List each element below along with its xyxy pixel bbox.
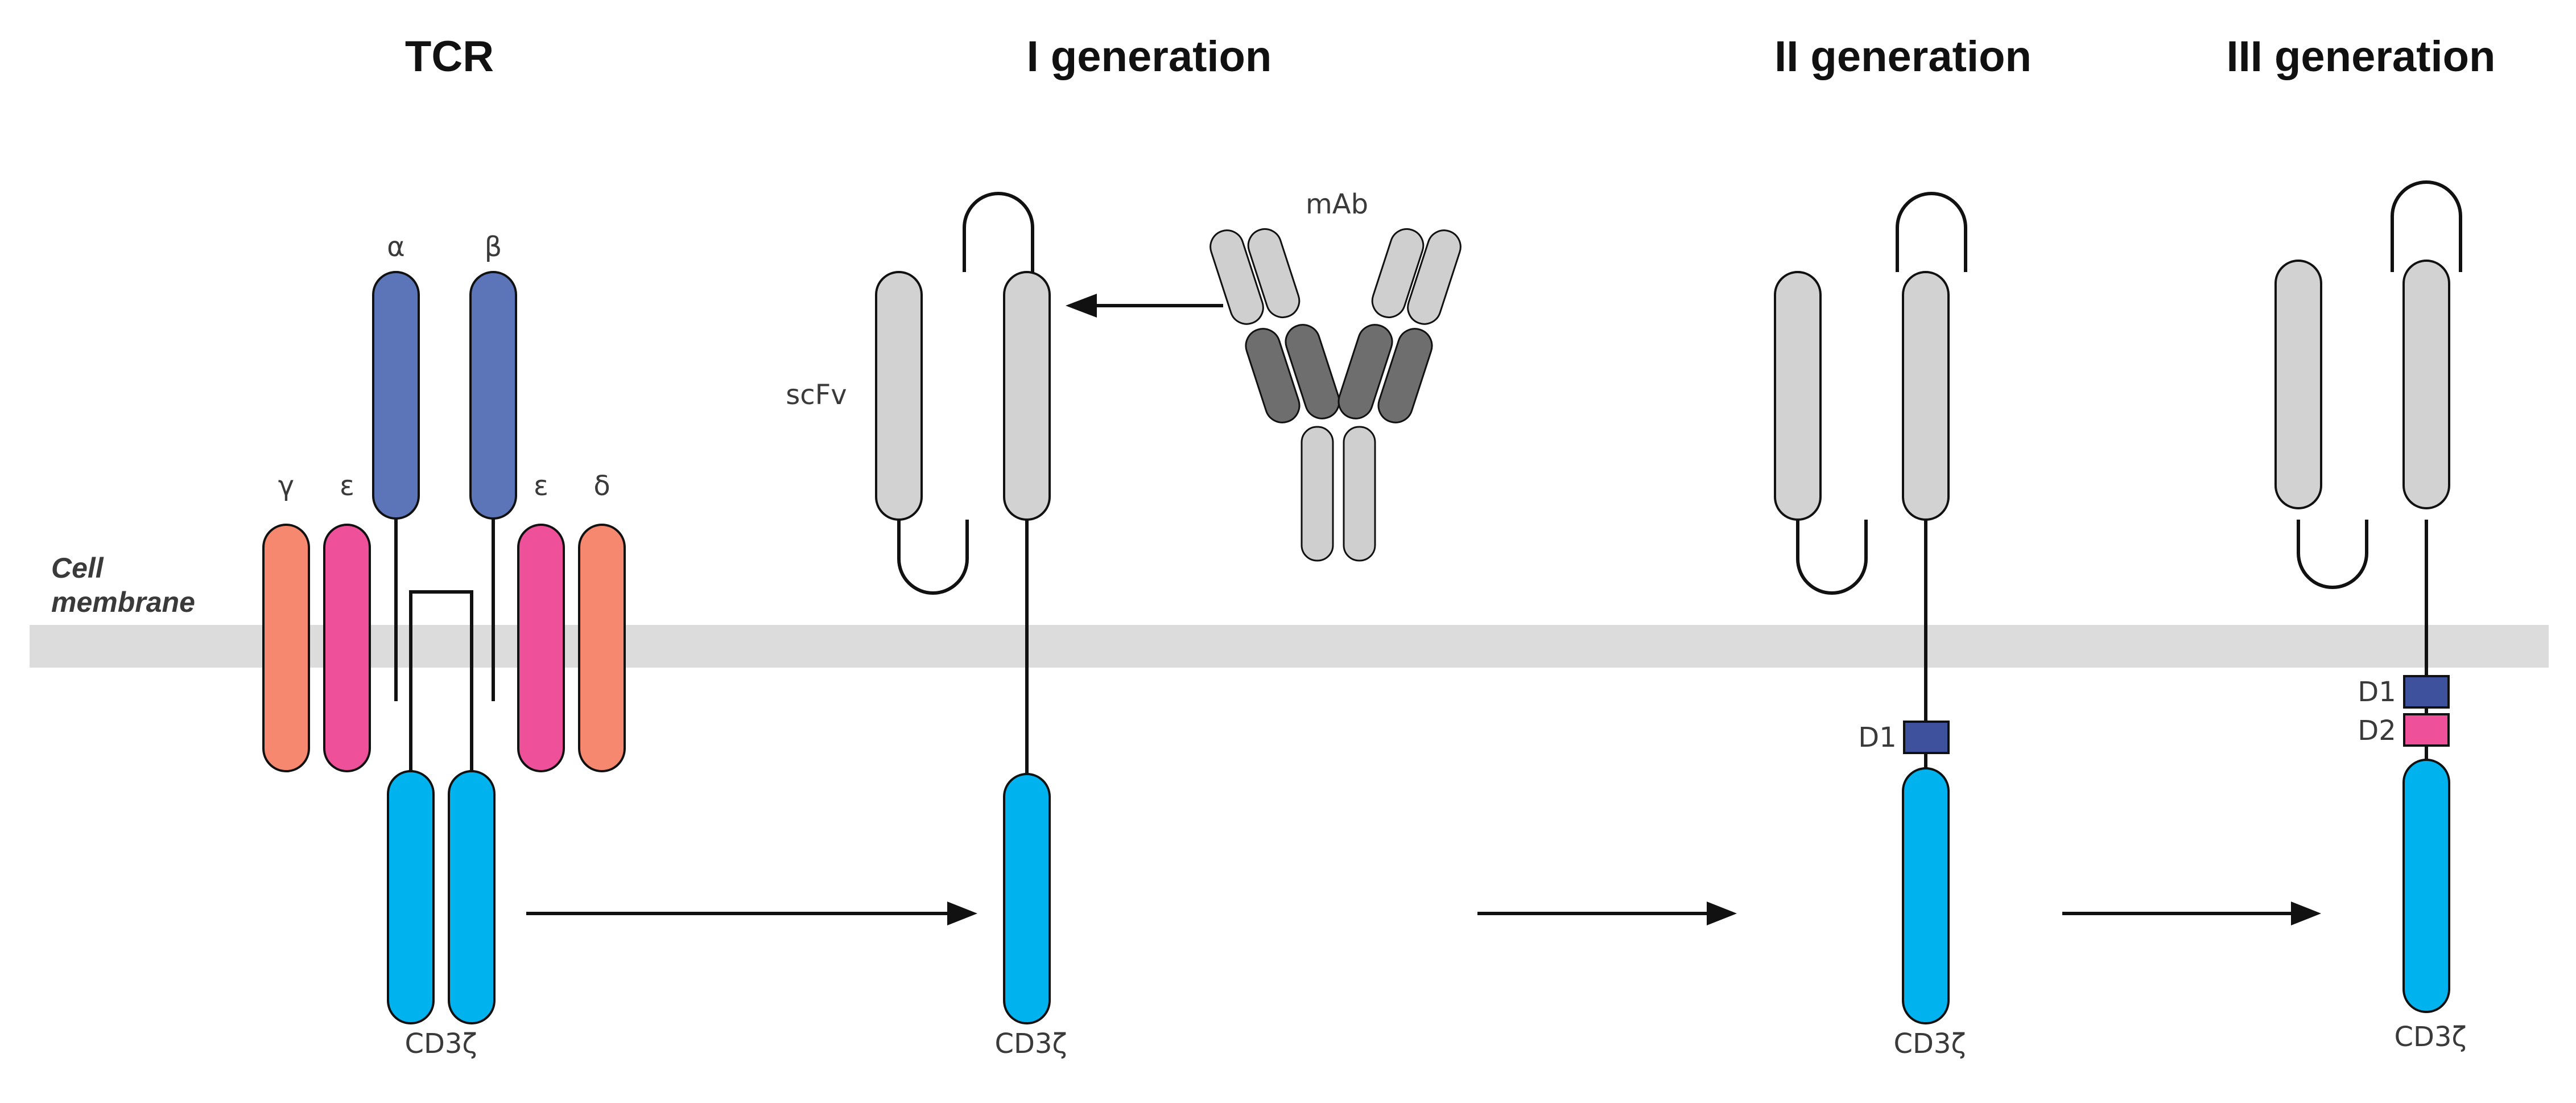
scfv-gen3-right (2402, 260, 2450, 509)
costim-domain-d2-gen3 (2403, 713, 2450, 747)
car-gen3-hinge-bottom (2297, 520, 2368, 589)
label-cd3z-gen2: CD3ζ (1893, 1028, 1966, 1060)
title-gen3: III generation (2227, 32, 2496, 81)
tcr-beta-chain (469, 271, 517, 520)
cell-membrane-label-line2: membrane (51, 586, 195, 618)
mab-light-chain-left-outer (1209, 229, 1264, 325)
car-gen3-hinge-top (2391, 180, 2462, 272)
mab-light-chain-left-inner (1247, 228, 1301, 319)
monoclonal-antibody: mAb (1209, 188, 1462, 562)
mab-heavy-chain-right-inner (1337, 324, 1393, 419)
label-d1-gen3: D1 (2358, 676, 2396, 708)
scfv-gen1-right (1003, 271, 1051, 521)
label-mab: mAb (1306, 188, 1368, 220)
label-cd3z-tcr: CD3ζ (404, 1028, 477, 1060)
label-cd3z-gen1: CD3ζ (994, 1028, 1067, 1060)
cd3-epsilon-chain-right (517, 524, 565, 772)
car-gen2: D1 CD3ζ (1774, 192, 1967, 1060)
arrow-mab-to-scfv (1066, 294, 1223, 318)
car-gen1-hinge-top (963, 192, 1034, 272)
mab-heavy-chain-left-outer (1245, 328, 1301, 423)
car-gen2-hinge-top (1896, 192, 1967, 272)
mab-light-chain-right-inner (1371, 228, 1425, 319)
cd3-zeta-chain-left (387, 770, 435, 1024)
tcr-alpha-chain (372, 271, 420, 520)
label-cd3z-gen3: CD3ζ (2394, 1021, 2466, 1053)
label-scfv: scFv (786, 379, 847, 411)
cd3-delta-chain (578, 524, 626, 772)
cd3-zeta-gen2 (1902, 767, 1950, 1024)
label-d2-gen3: D2 (2358, 715, 2396, 747)
costim-domain-d1-gen3 (2403, 675, 2450, 709)
title-gen2: II generation (1774, 32, 2032, 81)
arrow-tcr-to-gen1 (526, 902, 977, 925)
cd3-zeta-chain-right (448, 770, 496, 1024)
mab-fc-right (1343, 426, 1376, 562)
cd3-epsilon-chain-left (323, 524, 371, 772)
label-d1-gen2: D1 (1858, 722, 1897, 754)
title-gen1: I generation (1027, 32, 1272, 81)
mab-fc-left (1301, 426, 1334, 562)
mab-heavy-chain-left-inner (1285, 324, 1340, 419)
mab-heavy-chain-right-outer (1377, 328, 1433, 423)
car-gen2-hinge-bottom (1796, 520, 1868, 595)
car-gen1: scFv CD3ζ (786, 192, 1067, 1060)
cd3-zeta-gen3 (2402, 759, 2450, 1013)
label-delta: δ (593, 470, 610, 502)
car-gen3: D1 D2 CD3ζ (2274, 180, 2467, 1053)
cd3-gamma-chain (262, 524, 310, 772)
scfv-gen2-right (1902, 271, 1950, 521)
label-gamma: γ (278, 470, 294, 502)
costim-domain-d1-gen2 (1903, 721, 1950, 754)
arrow-gen2-to-gen3 (2062, 902, 2321, 925)
label-epsilon-right: ε (534, 470, 548, 502)
label-alpha: α (387, 231, 405, 263)
label-epsilon-left: ε (340, 470, 354, 502)
car-gen1-hinge-bottom (897, 520, 969, 595)
scfv-gen3-left (2274, 260, 2322, 509)
title-tcr: TCR (405, 32, 494, 81)
cd3-zeta-dimer-link (409, 590, 473, 771)
cell-membrane-band (30, 625, 2549, 668)
arrow-gen1-to-gen2 (1477, 902, 1737, 925)
label-beta: β (485, 231, 502, 263)
scfv-gen2-left (1774, 271, 1822, 521)
mab-light-chain-right-outer (1407, 229, 1462, 325)
cell-membrane-label-line1: Cell (51, 552, 104, 584)
cd3-zeta-gen1 (1003, 773, 1051, 1024)
scfv-gen1-left (875, 271, 923, 521)
tcr-complex: α β γ ε ε δ CD3ζ (262, 231, 626, 1060)
